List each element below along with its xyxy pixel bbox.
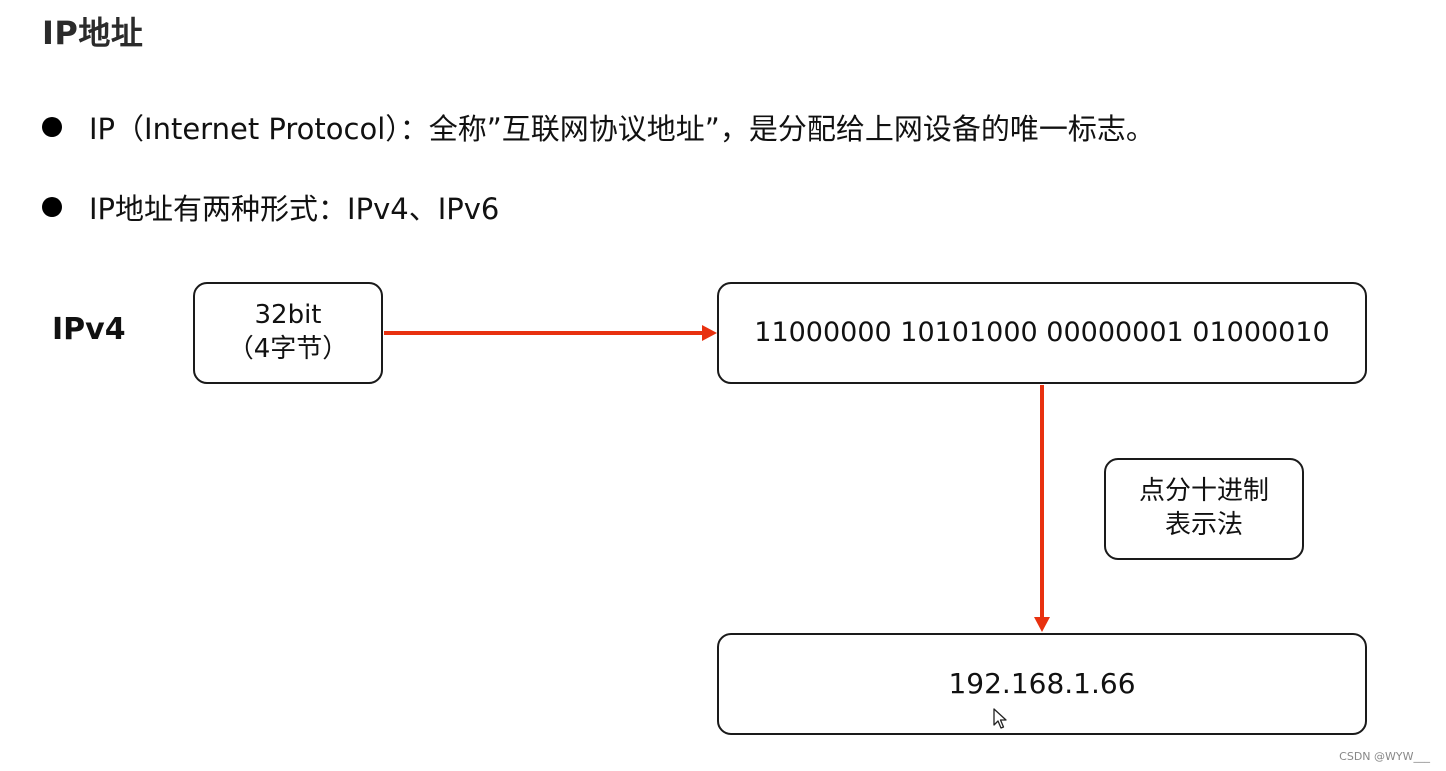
notation-method-line1: 点分十进制 bbox=[1138, 476, 1269, 507]
binary-address-box: 11000000 10101000 00000001 01000010 bbox=[717, 282, 1367, 384]
arrow-bits-to-binary bbox=[384, 325, 717, 341]
dotted-decimal-box: 192.168.1.66 bbox=[717, 633, 1367, 735]
bits-box-line1: 32bit bbox=[254, 300, 322, 331]
page-title: IP地址 bbox=[42, 14, 144, 52]
bits-box-line2: （4字节） bbox=[227, 334, 349, 364]
bullet-text: IP（Internet Protocol）：全称”互联网协议地址”，是分配给上网… bbox=[89, 112, 1155, 146]
ipv4-label: IPv4 bbox=[52, 312, 126, 347]
binary-address-text: 11000000 10101000 00000001 01000010 bbox=[754, 317, 1330, 349]
watermark-text: CSDN @WYW___ bbox=[1339, 750, 1430, 763]
bullet-text: IP地址有两种形式：IPv4、IPv6 bbox=[89, 192, 500, 226]
bullet-dot-icon bbox=[42, 197, 62, 217]
arrow-binary-to-dotted bbox=[1034, 385, 1050, 632]
notation-method-line2: 表示法 bbox=[1164, 510, 1243, 540]
bullet-item-ip-forms: IP地址有两种形式：IPv4、IPv6 bbox=[42, 186, 499, 228]
bullet-dot-icon bbox=[42, 117, 62, 137]
mouse-cursor-icon bbox=[993, 708, 1007, 729]
bits-box: 32bit （4字节） bbox=[193, 282, 383, 384]
dotted-decimal-text: 192.168.1.66 bbox=[948, 666, 1136, 700]
notation-method-box: 点分十进制 表示法 bbox=[1104, 458, 1304, 560]
bullet-item-ip-definition: IP（Internet Protocol）：全称”互联网协议地址”，是分配给上网… bbox=[42, 106, 1155, 148]
